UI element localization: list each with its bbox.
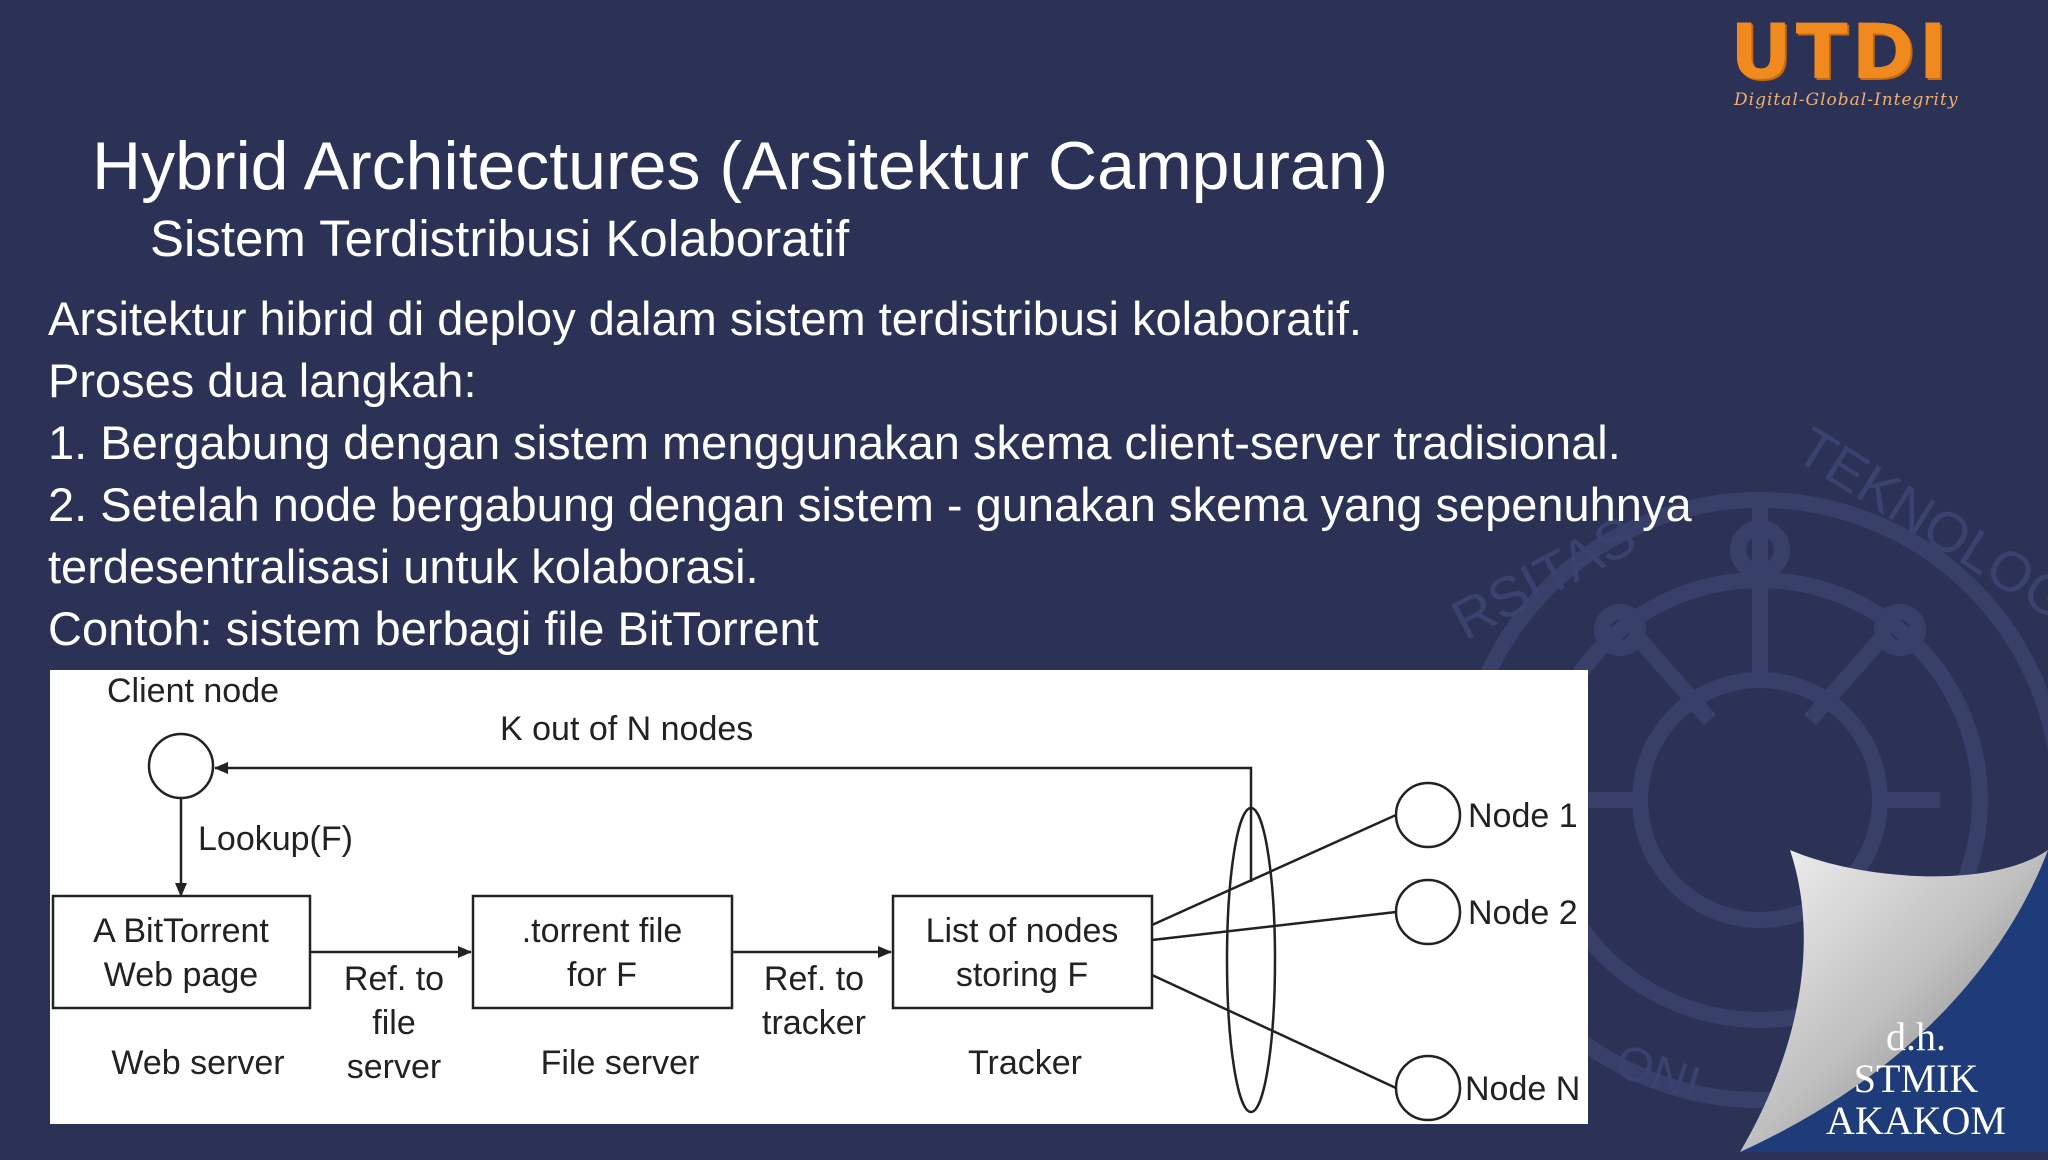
body-line: terdesentralisasi untuk kolaborasi. (48, 540, 759, 593)
body-line: Proses dua langkah: (48, 354, 477, 407)
corner-line: AKAKOM (1826, 1098, 2006, 1143)
node-2-label: Node 2 (1468, 894, 1578, 932)
client-node-label: Client node (107, 672, 279, 710)
bittorrent-diagram: Client node K out of N nodes Lookup(F) A… (50, 670, 1588, 1124)
utdi-logo: UTDI Digital-Global-Integrity (1730, 7, 2030, 111)
slide-title: Hybrid Architectures (Arsitektur Campura… (92, 128, 1389, 204)
k-out-of-n-arrow (214, 762, 1253, 882)
page-curl-corner: d.h. STMIK AKAKOM (1740, 850, 2048, 1152)
body-line: Arsitektur hibrid di deploy dalam sistem… (48, 292, 1362, 345)
body-line: 2. Setelah node bergabung dengan sistem … (48, 478, 1692, 531)
web-page-box-line2: Web page (104, 956, 258, 994)
ref-file-line2: file (372, 1004, 415, 1042)
tracker-label: Tracker (968, 1044, 1082, 1082)
corner-line: STMIK (1853, 1056, 1979, 1101)
web-server-label: Web server (111, 1044, 284, 1082)
seal-text-bottom: ONI (1609, 1035, 1707, 1112)
node-list-box (891, 894, 1154, 1010)
client-node-circle (147, 732, 215, 800)
logo-wordmark: UTDI (1730, 7, 1951, 96)
corner-line: d.h. (1886, 1014, 1946, 1059)
file-server-label: File server (541, 1044, 700, 1082)
stmik-akakom-label: d.h. STMIK AKAKOM (1806, 1016, 2026, 1142)
logo-tagline: Digital-Global-Integrity (1734, 90, 1959, 110)
slide-body: Arsitektur hibrid di deploy dalam sistem… (48, 288, 1948, 660)
node-group-ellipse (1225, 806, 1277, 1114)
page-curl-graphic (1740, 850, 2048, 1152)
diagram-canvas: Client node K out of N nodes Lookup(F) A… (51, 672, 1580, 1122)
torrent-box-line1: .torrent file (522, 912, 683, 950)
ref-file-line3: server (347, 1048, 441, 1086)
link-node-2 (1151, 910, 1397, 942)
ref-tracker-line2: tracker (762, 1004, 866, 1042)
node-list-box-line2: storing F (956, 956, 1088, 994)
ref-tracker-line1: Ref. to (764, 960, 864, 998)
lookup-label: Lookup(F) (198, 820, 353, 858)
node-n-label: Node N (1465, 1070, 1580, 1108)
ref-file-line1: Ref. to (344, 960, 444, 998)
slide-subtitle: Sistem Terdistribusi Kolaboratif (150, 210, 850, 267)
university-seal-watermark: RSITAS TEKNOLOGI ONI (1441, 414, 2048, 1112)
torrent-box-line2: for F (567, 956, 637, 994)
node-n-circle (1394, 1054, 1462, 1122)
k-out-of-n-label: K out of N nodes (500, 710, 753, 748)
body-line: Contoh: sistem berbagi file BitTorrent (48, 602, 819, 655)
body-line: 1. Bergabung dengan sistem menggunakan s… (48, 416, 1621, 469)
node-2-circle (1394, 878, 1462, 946)
node-1-circle (1394, 781, 1462, 849)
node-1-label: Node 1 (1468, 797, 1578, 835)
web-page-box-line1: A BitTorrent (93, 912, 269, 950)
link-node-1 (1151, 813, 1397, 927)
link-node-n (1151, 973, 1397, 1090)
node-list-box-line1: List of nodes (926, 912, 1119, 950)
